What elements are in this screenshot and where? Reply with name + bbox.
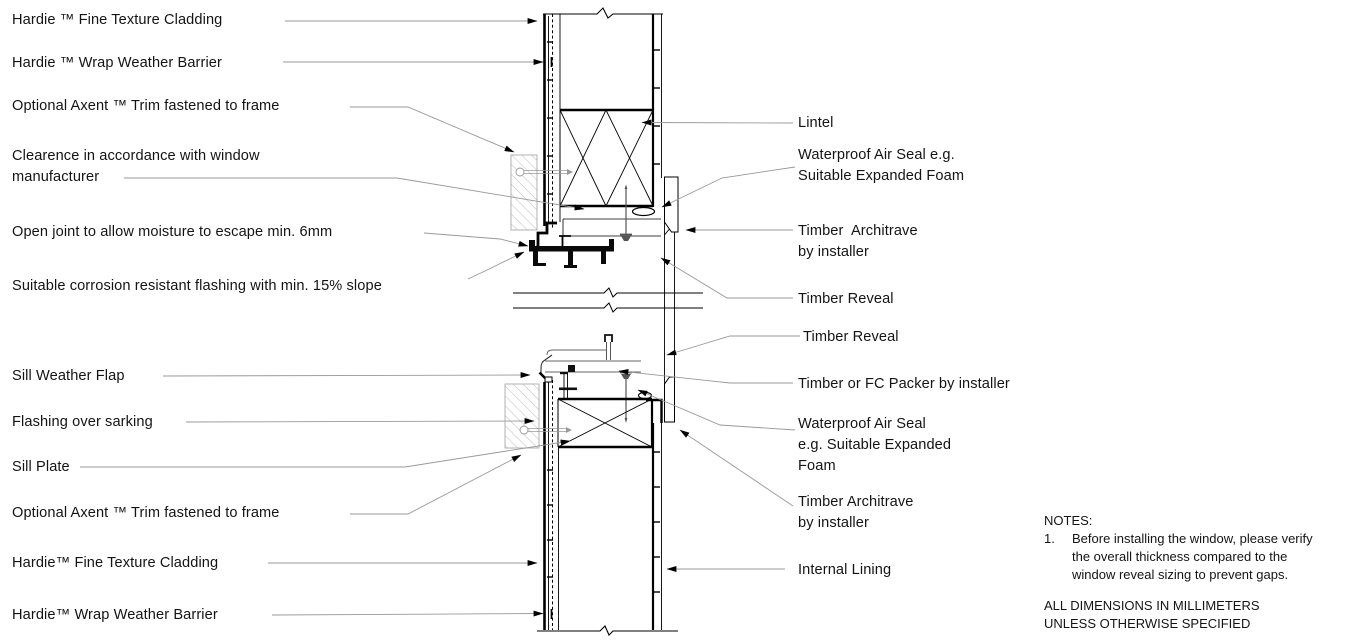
label-architrave-head: Timber Architrave by installer (798, 223, 918, 260)
label-flashing-sarking: Flashing over sarking (12, 414, 153, 430)
leader-reveal-1 (660, 257, 793, 299)
leader-flashing-slope (467, 251, 525, 280)
notes-item-1: 1. Before installing the window, please … (1044, 530, 1354, 584)
label-open-joint: Open joint to allow moisture to escape m… (12, 224, 333, 240)
trim-screw-head (515, 167, 573, 177)
fc-packer (664, 376, 675, 423)
section-break (513, 287, 703, 313)
leader-architrave-sill (679, 429, 794, 507)
notes-heading: NOTES: (1044, 513, 1093, 528)
cladding-fixings-sill (547, 469, 553, 578)
leader-airseal-sill (637, 389, 796, 431)
label-flashing-slope: Suitable corrosion resistant flashing wi… (12, 278, 382, 294)
leader-lintel (641, 119, 794, 126)
sill-screw (620, 371, 632, 423)
label-lintel: Lintel (798, 115, 834, 131)
leader-packer (618, 369, 793, 384)
leader-sill-plate (80, 439, 571, 468)
axent-trim-head (510, 154, 573, 231)
lintel (559, 108, 654, 208)
notes-item-1-text: Before installing the window, please ver… (1072, 531, 1313, 582)
axent-trim-sill (504, 383, 572, 449)
plate-corner-flashing (646, 398, 663, 423)
notes-item-1-number: 1. (1044, 531, 1055, 546)
head-bracket (559, 235, 571, 247)
label-reveal-1: Timber Reveal (798, 291, 894, 307)
label-packer: Timber or FC Packer by installer (798, 376, 1010, 392)
label-trim-bottom: Optional Axent ™ Trim fastened to frame (12, 505, 280, 521)
label-clearance: Clearence in accordance with window manu… (12, 148, 260, 185)
cladding-top-cap (544, 376, 553, 383)
label-wrap-top: Hardie ™ Wrap Weather Barrier (12, 55, 222, 71)
window-head-frame (529, 239, 614, 268)
sill-detail (504, 334, 678, 636)
lining-fixings-head (654, 49, 660, 165)
label-reveal-2: Timber Reveal (803, 329, 899, 345)
label-architrave-sill: Timber Architrave by installer (798, 494, 914, 531)
lining-fixings-sill (654, 451, 660, 593)
leader-reveal-2 (666, 335, 800, 356)
leader-airseal-head (661, 166, 796, 208)
notes-footer: ALL DIMENSIONS IN MILLIMETERS UNLESS OTH… (1044, 598, 1260, 631)
leader-lines (80, 18, 800, 619)
label-cladding-top: Hardie ™ Fine Texture Cladding (12, 12, 223, 28)
leader-trim-bottom (350, 454, 522, 515)
leader-sill-flap (162, 372, 531, 378)
leader-clearance (124, 177, 585, 211)
label-cladding-bottom: Hardie™ Fine Texture Cladding (12, 555, 219, 571)
cladding-fixings-head (547, 41, 553, 195)
leader-flash-sarking (185, 418, 535, 424)
leader-open-joint (423, 232, 529, 247)
top-break-line (543, 7, 663, 19)
sill-support (559, 372, 577, 398)
trim-screw-sill (519, 425, 572, 435)
label-wrap-bottom: Hardie™ Wrap Weather Barrier (12, 607, 218, 623)
label-internal-lining: Internal Lining (798, 562, 892, 578)
head-screw (620, 184, 632, 241)
head-reveal-lines (562, 218, 661, 237)
bottom-break-line (537, 625, 678, 636)
foam-seal-head (631, 206, 656, 217)
leader-trim-top (350, 106, 515, 153)
sill-frame-block (568, 365, 575, 372)
label-airseal-sill: Waterproof Air Seal e.g. Suitable Expand… (798, 416, 952, 474)
label-trim-top: Optional Axent ™ Trim fastened to frame (12, 98, 280, 114)
head-detail (510, 7, 679, 423)
label-airseal-head: Waterproof Air Seal e.g. Suitable Expand… (798, 147, 965, 184)
label-sill-plate: Sill Plate (12, 459, 70, 475)
sill-plate (557, 397, 654, 449)
label-sill-flap: Sill Weather Flap (12, 368, 125, 384)
leader-wrap-bot (271, 610, 544, 617)
